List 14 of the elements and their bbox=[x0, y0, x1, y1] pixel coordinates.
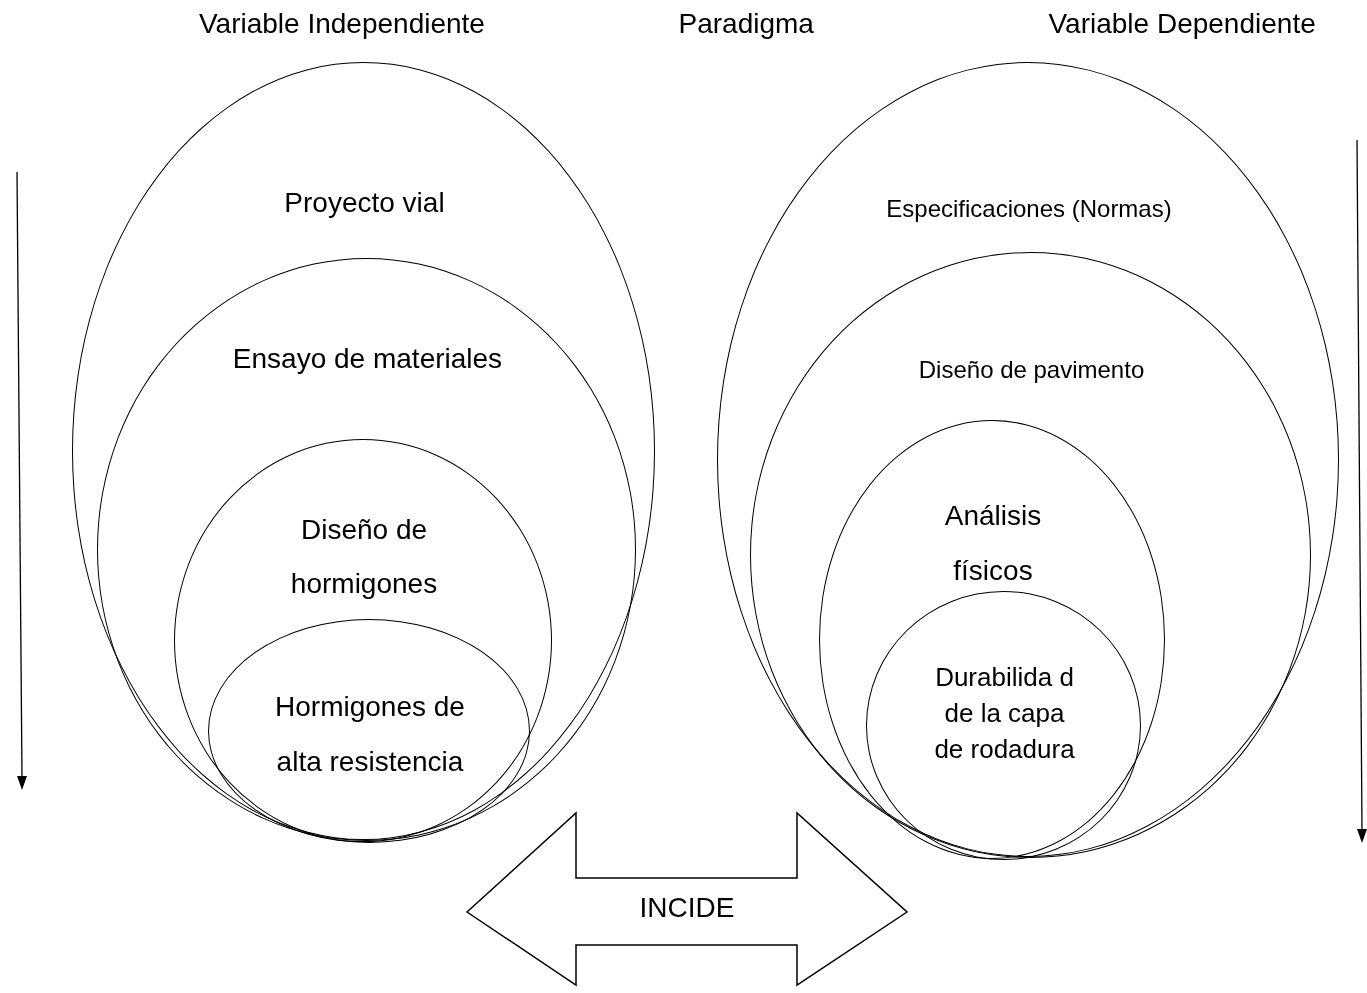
heading-label: Paradigma bbox=[678, 8, 814, 40]
ellipse-label: Análisis físicos bbox=[943, 499, 1043, 588]
double-arrow bbox=[467, 813, 907, 985]
ellipse-label: Diseño de hormigones bbox=[289, 513, 439, 601]
ellipse-label: Hormigones de alta resistencia bbox=[274, 690, 466, 779]
ellipse bbox=[866, 591, 1141, 860]
ellipse-label: Ensayo de materiales bbox=[231, 342, 504, 376]
heading-label: Variable Dependiente bbox=[1048, 8, 1316, 40]
arrow-label: INCIDE bbox=[638, 891, 736, 925]
ellipse-label: Proyecto vial bbox=[283, 186, 446, 220]
ellipse-label: Especificaciones (Normas) bbox=[885, 194, 1173, 224]
ellipse-label: Diseño de pavimento bbox=[917, 355, 1146, 385]
heading-label: Variable Independiente bbox=[199, 8, 485, 40]
ellipse-label: Durabilida d de la capa de rodadura bbox=[933, 661, 1076, 766]
